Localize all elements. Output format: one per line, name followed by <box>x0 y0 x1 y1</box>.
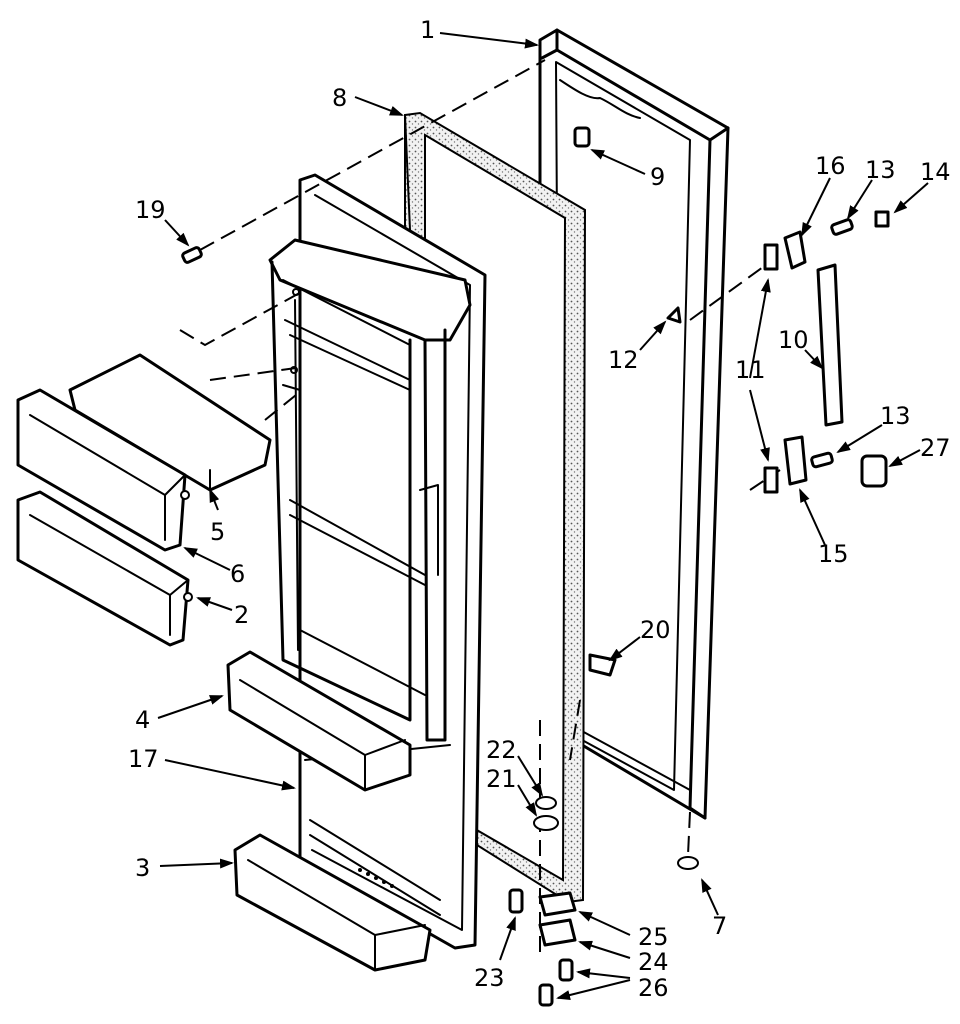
callout-13-bottom: 13 <box>880 402 911 430</box>
callout-19: 19 <box>135 196 166 224</box>
callout-13-top: 13 <box>865 156 896 184</box>
callout-27: 27 <box>920 434 951 462</box>
callout-21: 21 <box>486 765 517 793</box>
upper-bin <box>16 388 190 552</box>
callout-14: 14 <box>920 158 951 186</box>
callout-4: 4 <box>135 706 150 734</box>
callout-labels: 1 8 9 16 13 14 19 10 11 12 13 27 5 15 6 … <box>128 16 951 1002</box>
callout-25: 25 <box>638 923 669 951</box>
callout-23: 23 <box>474 964 505 992</box>
callout-7: 7 <box>712 912 727 940</box>
callout-3: 3 <box>135 854 150 882</box>
callout-22: 22 <box>486 736 517 764</box>
callout-16: 16 <box>815 152 846 180</box>
lower-bin <box>16 490 193 647</box>
callout-17: 17 <box>128 745 159 773</box>
door-shelf-upper <box>226 650 412 792</box>
callout-9: 9 <box>650 163 665 191</box>
callout-1: 1 <box>420 16 435 44</box>
callout-5: 5 <box>210 518 225 546</box>
callout-15: 15 <box>818 540 849 568</box>
hardware-parts <box>181 126 890 1007</box>
callout-24: 24 <box>638 948 669 976</box>
door-liner <box>268 173 487 950</box>
callout-10: 10 <box>778 326 809 354</box>
callout-11: 11 <box>735 356 766 384</box>
callout-2: 2 <box>234 601 249 629</box>
callout-12: 12 <box>608 346 639 374</box>
leader-lines <box>157 32 929 1000</box>
callout-20: 20 <box>640 616 671 644</box>
callout-6: 6 <box>230 560 245 588</box>
callout-8: 8 <box>332 84 347 112</box>
callout-26: 26 <box>638 974 669 1002</box>
door-shelf-lower <box>233 833 432 972</box>
